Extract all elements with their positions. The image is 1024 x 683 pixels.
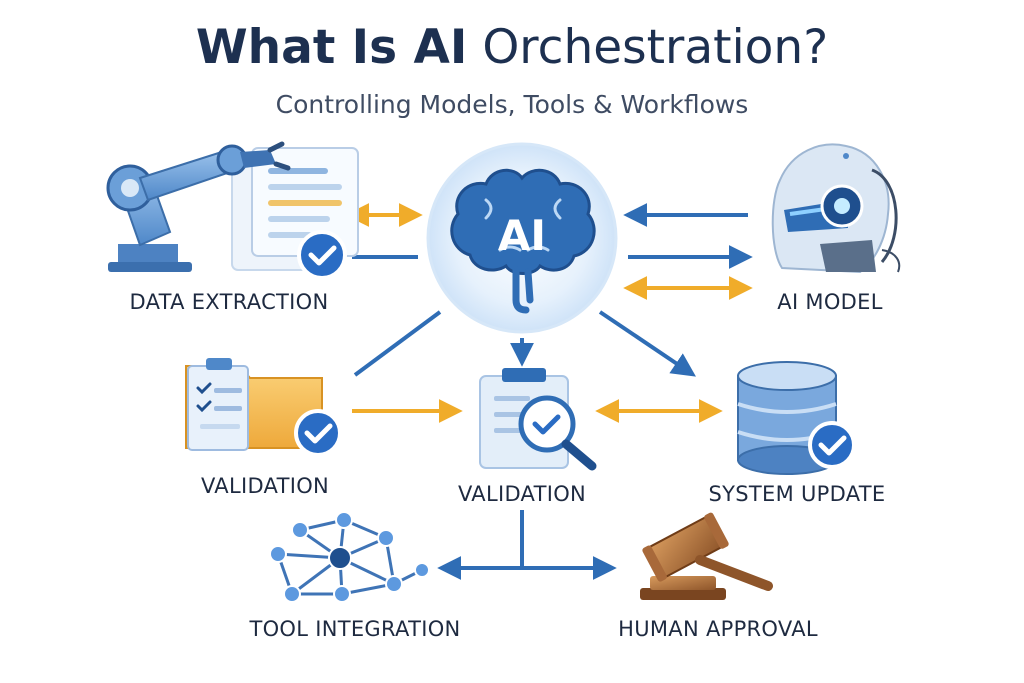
title-rest: Orchestration? — [467, 20, 829, 75]
label-validation-left: VALIDATION — [200, 474, 330, 498]
gavel-icon — [640, 512, 773, 600]
label-ai-model: AI MODEL — [777, 290, 883, 314]
label-tool-integration: TOOL INTEGRATION — [249, 617, 461, 641]
ai-hub: AI — [426, 142, 618, 334]
check-badge-icon — [808, 421, 856, 469]
check-badge-icon — [294, 409, 342, 457]
connectors — [345, 203, 753, 580]
page-title: What Is AI Orchestration? — [0, 20, 1024, 75]
label-system-update: SYSTEM UPDATE — [708, 482, 886, 506]
checklist-folder-icon — [185, 358, 323, 451]
line-hub-to-validation-left — [353, 310, 442, 377]
arrow-hub-to-system-update — [598, 310, 696, 377]
label-validation-center: VALIDATION — [457, 482, 587, 506]
label-human-approval: HUMAN APPROVAL — [618, 617, 818, 641]
brain-icon — [450, 168, 596, 314]
hub-label: AI — [498, 211, 546, 260]
network-graph-icon — [269, 511, 430, 603]
label-data-extraction: DATA EXTRACTION — [129, 290, 329, 314]
robot-head-icon — [771, 143, 901, 274]
check-badge-icon — [297, 230, 347, 280]
title-strong: What Is AI — [195, 20, 468, 75]
clipboard-magnifier-icon — [479, 368, 597, 471]
page-subtitle: Controlling Models, Tools & Workflows — [275, 90, 749, 119]
